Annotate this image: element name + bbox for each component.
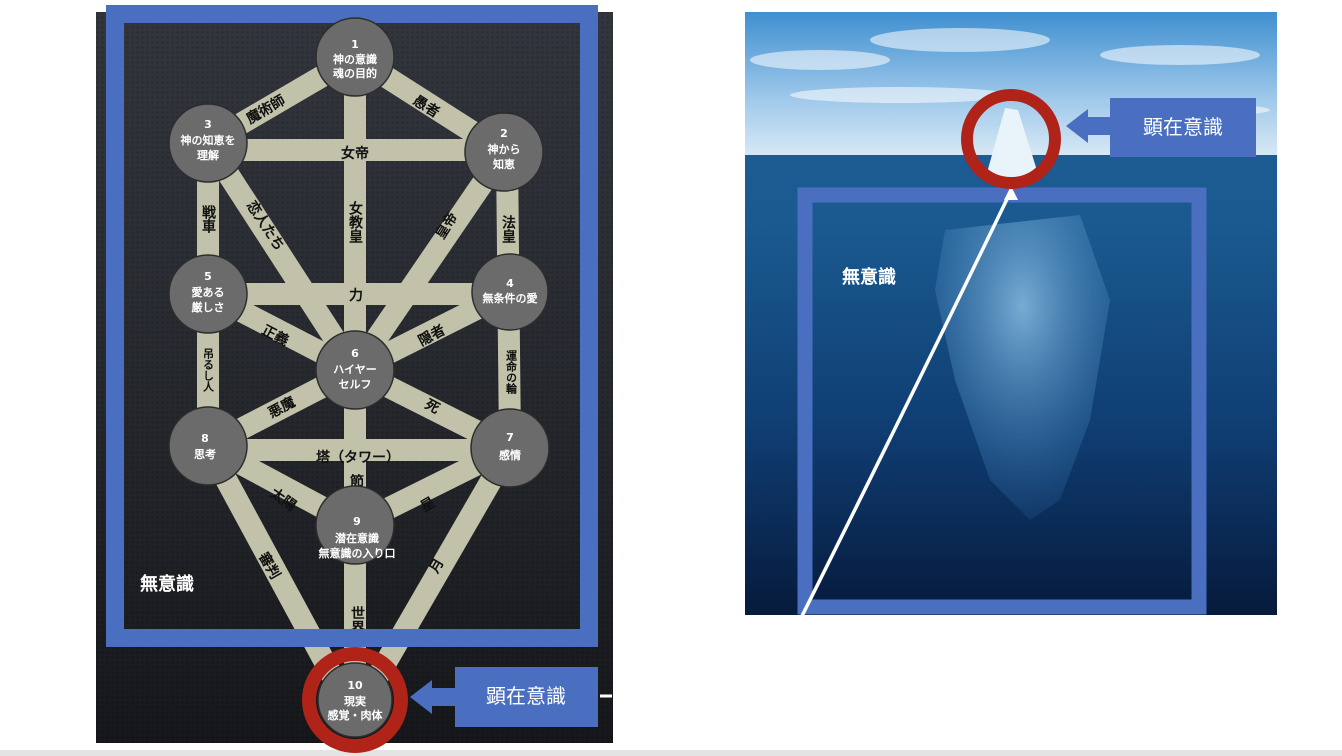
node-text: 理解 <box>197 148 219 162</box>
path-label-hanged-man: 吊るし人 <box>202 348 215 392</box>
conscious-callout: 顕在意識 <box>410 667 612 727</box>
node-number: 8 <box>201 432 209 445</box>
path-label-tower: 塔（タワー） <box>316 449 400 466</box>
arrow-left-icon <box>1066 109 1112 143</box>
path-label-empress: 女帝 <box>341 145 369 162</box>
node-number: 9 <box>353 515 361 528</box>
node-text: 現実 <box>344 694 366 708</box>
node-number: 7 <box>506 431 514 444</box>
node-number: 6 <box>351 347 359 360</box>
path-label-star: 星 <box>418 495 438 516</box>
path-label-world: 世界 <box>349 605 365 635</box>
tree-of-life-panel: 魔術師 愚者 女帝 女教皇 恋人たち 皇帝 戦車 法皇 力 正義 隠者 吊るし人… <box>96 5 613 753</box>
node-6: 6 ハイヤー セルフ <box>315 330 395 410</box>
path-7-10 <box>360 442 520 696</box>
node-text: 知恵 <box>492 157 515 171</box>
node-text: 神から <box>488 142 521 156</box>
node-text: セルフ <box>339 378 372 391</box>
arrow-up-icon <box>1004 186 1018 200</box>
node-5: 5 愛ある 厳しさ <box>168 254 248 334</box>
path-label-wheel-of-fortune: 運命の輪 <box>505 350 519 395</box>
node-text: 無条件の愛 <box>483 291 538 305</box>
unconscious-frame <box>106 5 598 647</box>
node-9: 9 潜在意識 無意識の入り口 <box>315 485 396 565</box>
iceberg-conscious-label: 顕在意識 <box>1143 115 1223 139</box>
path-label-strength: 力 <box>349 287 363 304</box>
path-label-chariot: 戦車 <box>200 204 216 234</box>
node-text: ハイヤー <box>333 363 376 376</box>
node-number: 4 <box>506 277 514 290</box>
node-text: 無意識の入り口 <box>319 546 396 560</box>
iceberg-unconscious-label: 無意識 <box>842 266 896 288</box>
node-8: 8 思考 <box>168 406 248 486</box>
path-3-6 <box>198 137 365 376</box>
node-7: 7 感情 <box>470 408 550 488</box>
unconscious-label: 無意識 <box>140 573 194 595</box>
path-label-high-priestess: 女教皇 <box>347 200 363 244</box>
path-label-death: 死 <box>421 396 442 417</box>
node-text: 魂の目的 <box>333 66 377 80</box>
iceberg-image <box>745 12 1277 615</box>
node-text: 思考 <box>194 447 216 461</box>
rising-curve <box>798 194 1011 621</box>
iceberg-conscious-callout: 顕在意識 <box>1066 98 1256 157</box>
node-text: 潜在意識 <box>335 531 379 545</box>
node-2: 2 神から 知恵 <box>464 112 544 192</box>
unconscious-frame-iceberg <box>797 187 1207 615</box>
node-text: 感覚・肉体 <box>328 708 384 722</box>
node-number: 3 <box>204 118 212 131</box>
node-3: 3 神の知恵を 理解 <box>168 103 248 183</box>
node-number: 1 <box>351 38 359 51</box>
node-4: 4 無条件の愛 <box>471 253 549 331</box>
slide-bottom-edge <box>0 750 1342 756</box>
node-text: 厳しさ <box>192 300 225 314</box>
node-text: 愛ある <box>192 285 225 299</box>
path-label-hierophant: 法皇 <box>500 214 516 244</box>
iceberg-conscious-ring <box>961 89 1061 189</box>
node-number: 5 <box>204 270 212 283</box>
node-number: 10 <box>347 679 363 692</box>
conscious-label: 顕在意識 <box>486 684 566 708</box>
node-10: 10 現実 感覚・肉体 <box>302 647 408 753</box>
node-text: 感情 <box>499 448 521 462</box>
path-8-10 <box>198 440 350 696</box>
node-text: 神の知恵を <box>181 133 236 147</box>
arrow-left-icon <box>410 680 456 714</box>
conscious-ring <box>302 647 408 753</box>
path-label-moon: 月 <box>426 556 447 577</box>
path-2-6 <box>345 145 514 377</box>
node-1: 1 神の意識 魂の目的 <box>315 17 395 97</box>
node-text: 神の意識 <box>333 52 377 66</box>
tree-nodes: 1 神の意識 魂の目的 2 神から 知恵 3 神の知恵を 理解 4 無条件の愛 <box>168 17 550 753</box>
node-number: 2 <box>500 127 508 140</box>
